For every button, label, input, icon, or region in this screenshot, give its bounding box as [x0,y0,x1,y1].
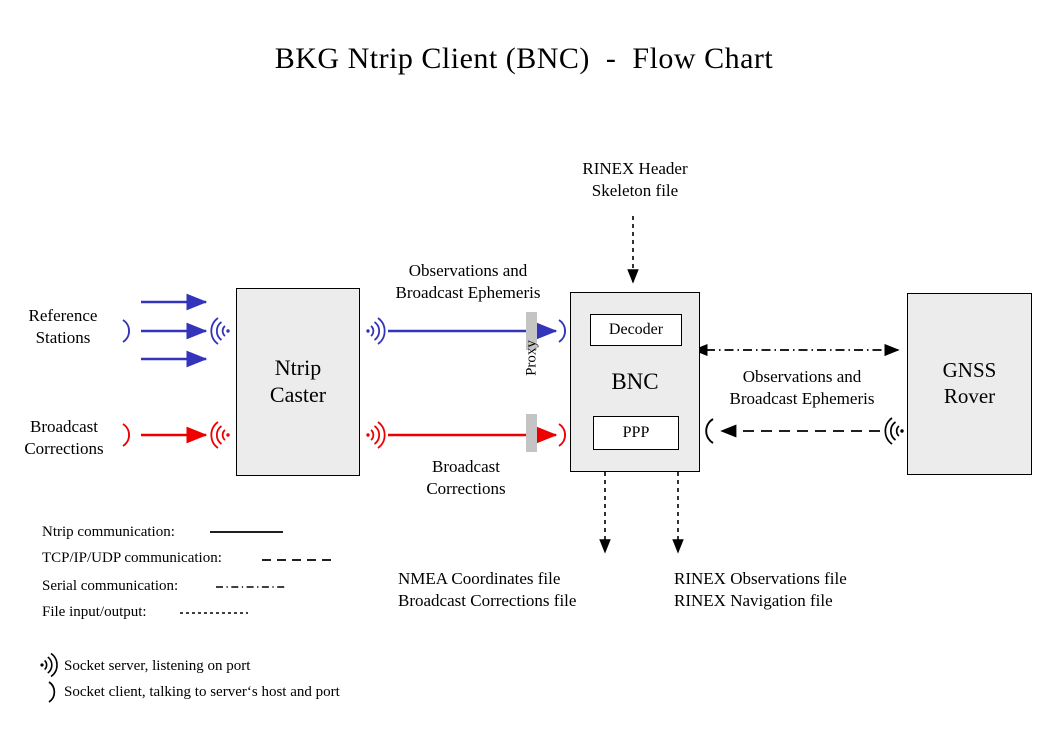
bnc-label: BNC [611,368,659,394]
legend-item-socket-server: Socket server, listening on port [64,658,251,674]
label-observations-ephemeris-right: Observations and Broadcast Ephemeris [729,367,875,409]
proxy-bar-bottom [526,414,537,452]
ppp-label: PPP [622,424,650,442]
socket-server-icon [210,421,230,449]
label-reference-stations: Reference Stations [28,306,98,348]
node-bnc[interactable]: BNC Decoder PPP [570,292,700,472]
socket-client-icon [122,423,130,447]
socket-client-icon [558,319,566,343]
socket-server-icon [366,421,386,449]
node-gnss-rover[interactable]: GNSS Rover [907,293,1032,475]
node-decoder[interactable]: Decoder [590,314,682,346]
socket-server-icon [40,652,58,678]
socket-server-icon [366,317,386,345]
ntrip-caster-label: Ntrip Caster [269,355,327,407]
socket-client-icon [48,681,56,703]
legend-item-socket-client: Socket client, talking to server‘s host … [64,684,340,700]
edge-reference-stations-to-caster [141,293,208,368]
socket-server-icon [210,317,230,345]
label-rinex-header-skeleton-file: RINEX Header Skeleton file [582,159,688,201]
legend-item-file-input-output: File input/output: [42,604,147,620]
decoder-label: Decoder [608,321,664,339]
proxy-label: Proxy [523,340,540,376]
label-observations-ephemeris-left: Observations and Broadcast Ephemeris [395,261,541,303]
legend-item-serial-communication: Serial communication: [42,578,179,594]
socket-client-icon [558,423,566,447]
page-title: BKG Ntrip Client (BNC) - Flow Chart [274,42,774,75]
legend-item-ntrip-communication: Ntrip communication: [42,524,175,540]
proxy-bar-top [526,312,537,350]
legend-item-tcp-udp-communication: TCP/IP/UDP communication: [42,550,222,566]
label-broadcast-corrections-mid: Broadcast Corrections [426,457,506,499]
node-ntrip-caster[interactable]: Ntrip Caster [236,288,360,476]
node-ppp[interactable]: PPP [593,416,679,450]
label-broadcast-corrections-source: Broadcast Corrections [24,417,104,459]
label-rinex-output-files: RINEX Observations file RINEX Navigation… [674,569,847,611]
socket-client-icon [705,418,714,444]
label-nmea-output-files: NMEA Coordinates file Broadcast Correcti… [398,569,577,611]
socket-server-icon [884,417,904,445]
gnss-rover-label: GNSS Rover [942,358,997,408]
socket-client-icon [122,319,130,343]
